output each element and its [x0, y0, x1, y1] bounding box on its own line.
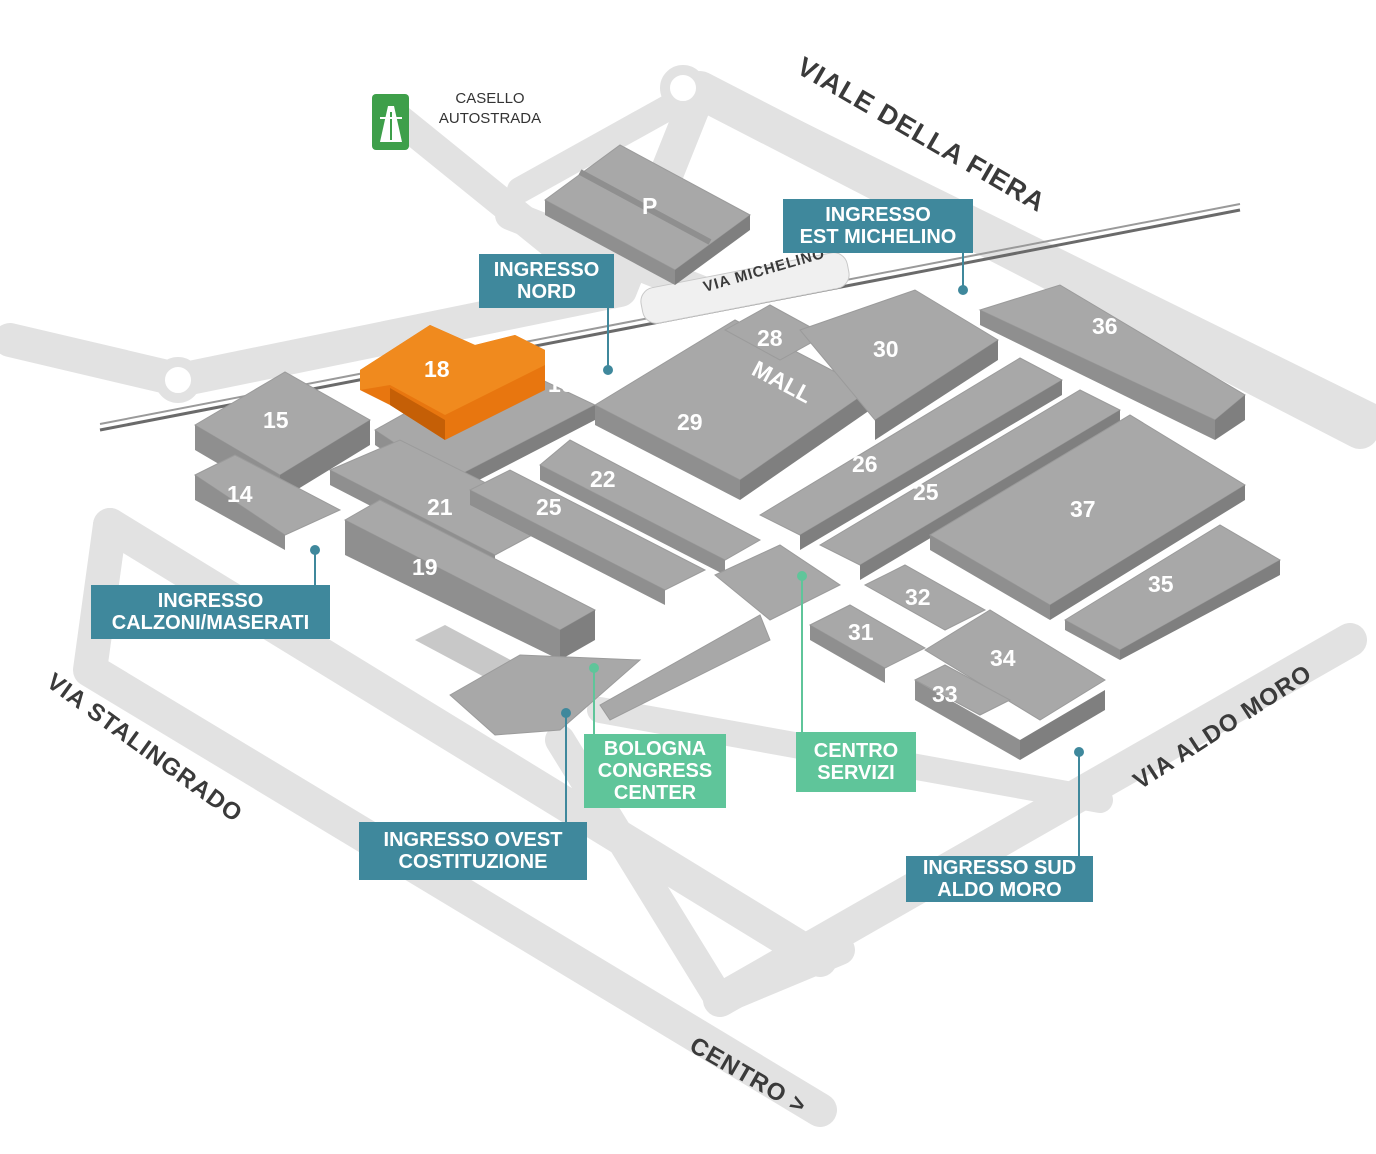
- entrance-calzoni-label[interactable]: INGRESSO CALZONI/MASERATI: [91, 585, 330, 639]
- entrance-nord-label[interactable]: INGRESSO NORD: [479, 254, 614, 308]
- svg-text:33: 33: [932, 681, 958, 707]
- svg-text:32: 32: [905, 584, 931, 610]
- street-via-aldo-moro: VIA ALDO MORO: [1129, 660, 1317, 796]
- toll-label: CASELLO AUTOSTRADA: [425, 89, 555, 129]
- bologna-congress-center-label[interactable]: BOLOGNA CONGRESS CENTER: [584, 734, 726, 808]
- svg-text:31: 31: [848, 619, 874, 645]
- svg-text:15: 15: [263, 407, 289, 433]
- toll-label-line1: CASELLO: [455, 90, 525, 107]
- svg-text:25: 25: [536, 494, 562, 520]
- parking-block: P: [544, 144, 751, 285]
- svg-text:29: 29: [677, 409, 703, 435]
- hall-25-label: 25: [913, 479, 939, 505]
- svg-text:37: 37: [1070, 496, 1096, 522]
- entrance-ovest-label[interactable]: INGRESSO OVEST COSTITUZIONE: [359, 822, 587, 880]
- hall-19[interactable]: 19: [343, 499, 597, 660]
- leaders: [310, 250, 1084, 856]
- hall-22[interactable]: 25: [468, 469, 707, 605]
- hall-29[interactable]: 29: [593, 319, 871, 500]
- centro-servizi-building: [714, 544, 841, 621]
- hall-21[interactable]: 22: [539, 439, 762, 575]
- hall-33[interactable]: 33: [913, 664, 1012, 716]
- hall-32[interactable]: 32: [863, 564, 987, 631]
- road-stalingrado: [73, 508, 837, 1127]
- svg-text:28: 28: [757, 325, 783, 351]
- road-aldo-moro: [703, 623, 1367, 1017]
- svg-text:16: 16: [548, 371, 574, 397]
- svg-text:19: 19: [412, 554, 438, 580]
- halls: 15 14 16 18 21: [194, 284, 1282, 760]
- hall-26[interactable]: 26: [758, 357, 1064, 550]
- hall-18-highlighted[interactable]: 18: [360, 325, 545, 440]
- svg-text:30: 30: [873, 336, 899, 362]
- hall-30[interactable]: 30: [799, 289, 999, 440]
- hall-31[interactable]: 31: [808, 604, 927, 683]
- parking-label: P: [642, 193, 657, 219]
- road-centro: [545, 725, 855, 1015]
- congress-annex: [415, 625, 520, 680]
- toll-label-line2: AUTOSTRADA: [438, 110, 542, 127]
- motorway-icon: [372, 94, 409, 150]
- hall-35[interactable]: 35: [1064, 524, 1282, 660]
- hall-37[interactable]: 37: [929, 414, 1246, 620]
- congress-center-building: [449, 654, 642, 736]
- svg-text:14: 14: [227, 481, 253, 507]
- svg-text:34: 34: [990, 645, 1016, 671]
- centro-servizi-label[interactable]: CENTRO SERVIZI: [796, 732, 916, 792]
- hall-25[interactable]: 25 25: [818, 389, 1122, 580]
- walkway-south: [599, 614, 771, 721]
- hall-14[interactable]: 14: [194, 454, 342, 550]
- svg-text:36: 36: [1092, 313, 1118, 339]
- svg-text:21: 21: [427, 494, 453, 520]
- road-viale-fiera: [681, 71, 1376, 449]
- svg-text:26: 26: [852, 451, 878, 477]
- svg-text:35: 35: [1148, 571, 1174, 597]
- hall-34[interactable]: 34: [915, 609, 1106, 760]
- svg-text:22: 22: [590, 466, 616, 492]
- hall-36[interactable]: 36: [978, 284, 1246, 440]
- svg-text:18: 18: [424, 356, 450, 382]
- roundabout-north: [660, 65, 706, 111]
- train: [640, 252, 850, 324]
- roundabout-west: [155, 357, 201, 403]
- entrance-est-label[interactable]: INGRESSO EST MICHELINO: [783, 199, 973, 253]
- entrance-sud-label[interactable]: INGRESSO SUD ALDO MORO: [906, 856, 1093, 902]
